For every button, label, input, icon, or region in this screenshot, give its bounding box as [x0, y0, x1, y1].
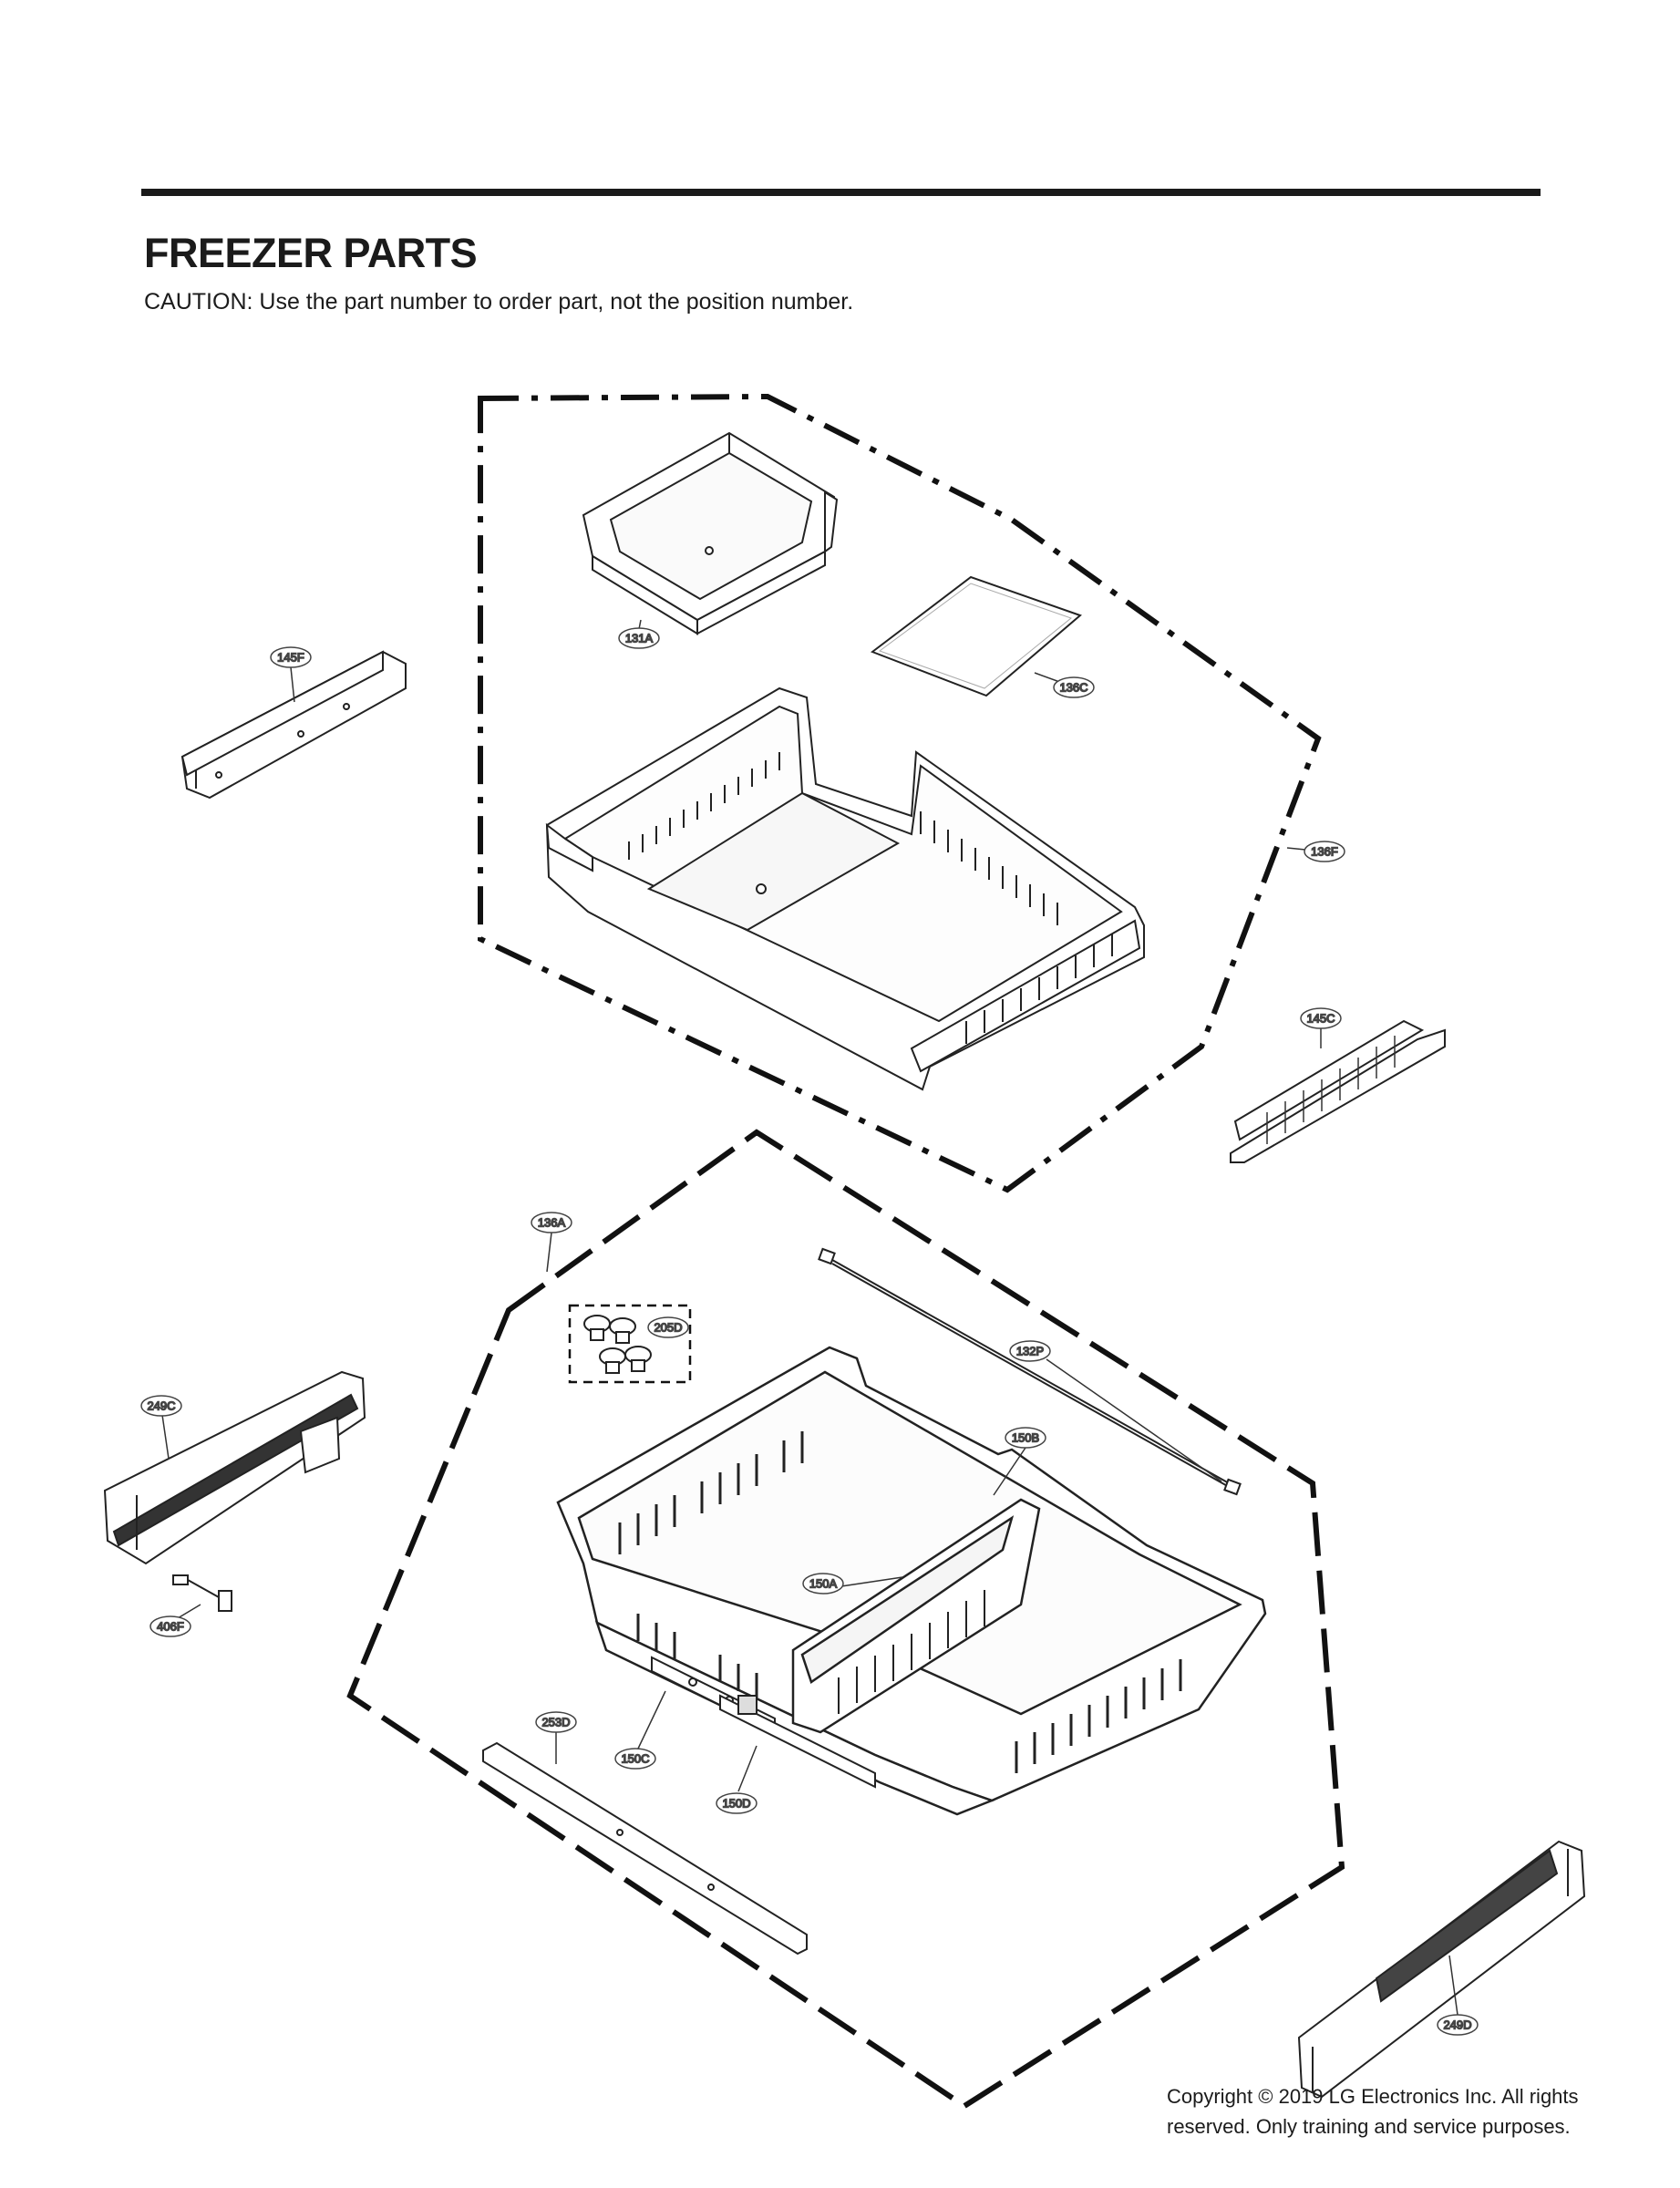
svg-text:150C: 150C — [621, 1751, 649, 1765]
svg-text:145F: 145F — [277, 650, 304, 664]
callout-136C: 136C — [1053, 676, 1095, 698]
svg-text:136C: 136C — [1059, 680, 1087, 694]
callout-131A: 131A — [618, 627, 660, 649]
upper-assembly-boundary — [478, 393, 1322, 1193]
svg-text:406F: 406F — [157, 1619, 184, 1633]
svg-text:136A: 136A — [538, 1215, 566, 1229]
svg-text:205D: 205D — [654, 1320, 682, 1334]
lower-assembly-boundary — [346, 1129, 1345, 2110]
callout-150B: 150B — [1005, 1427, 1046, 1449]
header-rule — [141, 189, 1541, 196]
leader-lines — [161, 619, 1458, 2016]
rail-part-145C — [1230, 1019, 1446, 1163]
callout-150A: 150A — [802, 1573, 844, 1595]
svg-text:136F: 136F — [1311, 844, 1338, 858]
svg-text:145C: 145C — [1306, 1011, 1335, 1025]
sensor-part-406F — [172, 1574, 232, 1612]
svg-text:150A: 150A — [809, 1576, 838, 1590]
rail-part-145F — [180, 650, 407, 800]
svg-text:132P: 132P — [1016, 1344, 1044, 1357]
callout-406F: 406F — [149, 1615, 191, 1637]
bar-part-253D — [482, 1741, 808, 1956]
caution-note: CAUTION: Use the part number to order pa… — [144, 289, 854, 315]
copyright-line-1: Copyright © 2019 LG Electronics Inc. All… — [1167, 2085, 1579, 2108]
drawer-part-136F — [545, 686, 1145, 1091]
callout-150D: 150D — [716, 1792, 758, 1814]
rail-part-249D — [1297, 1840, 1586, 2099]
wire-part-132P — [818, 1247, 1242, 1496]
callout-136A: 136A — [531, 1212, 572, 1233]
slider-part-150D — [719, 1694, 876, 1789]
divider-part-150A — [791, 1498, 1041, 1734]
callout-132P: 132P — [1009, 1340, 1051, 1362]
svg-text:249C: 249C — [147, 1398, 175, 1412]
clip-set-part-205D — [568, 1304, 692, 1384]
callout-145C: 145C — [1300, 1007, 1342, 1029]
rail-part-249C — [103, 1370, 366, 1565]
callout-249D: 249D — [1437, 2014, 1479, 2036]
callout-145F: 145F — [270, 646, 312, 668]
svg-text:131A: 131A — [625, 631, 654, 645]
copyright-notice: Copyright © 2019 LG Electronics Inc. All… — [1167, 2081, 1641, 2142]
svg-text:249D: 249D — [1443, 2018, 1471, 2031]
callout-150C: 150C — [614, 1748, 656, 1770]
svg-text:253D: 253D — [541, 1715, 570, 1729]
tray-part-131A — [582, 431, 839, 635]
cover-part-136C — [870, 575, 1082, 697]
callout-253D: 253D — [535, 1711, 577, 1733]
svg-text:150D: 150D — [722, 1796, 750, 1810]
callout-136F: 136F — [1304, 841, 1345, 862]
callout-249C: 249C — [140, 1395, 182, 1417]
callout-205D: 205D — [647, 1316, 689, 1338]
copyright-line-2: reserved. Only training and service purp… — [1167, 2115, 1571, 2138]
svg-text:150B: 150B — [1012, 1430, 1039, 1444]
page-title: FREEZER PARTS — [144, 230, 478, 276]
